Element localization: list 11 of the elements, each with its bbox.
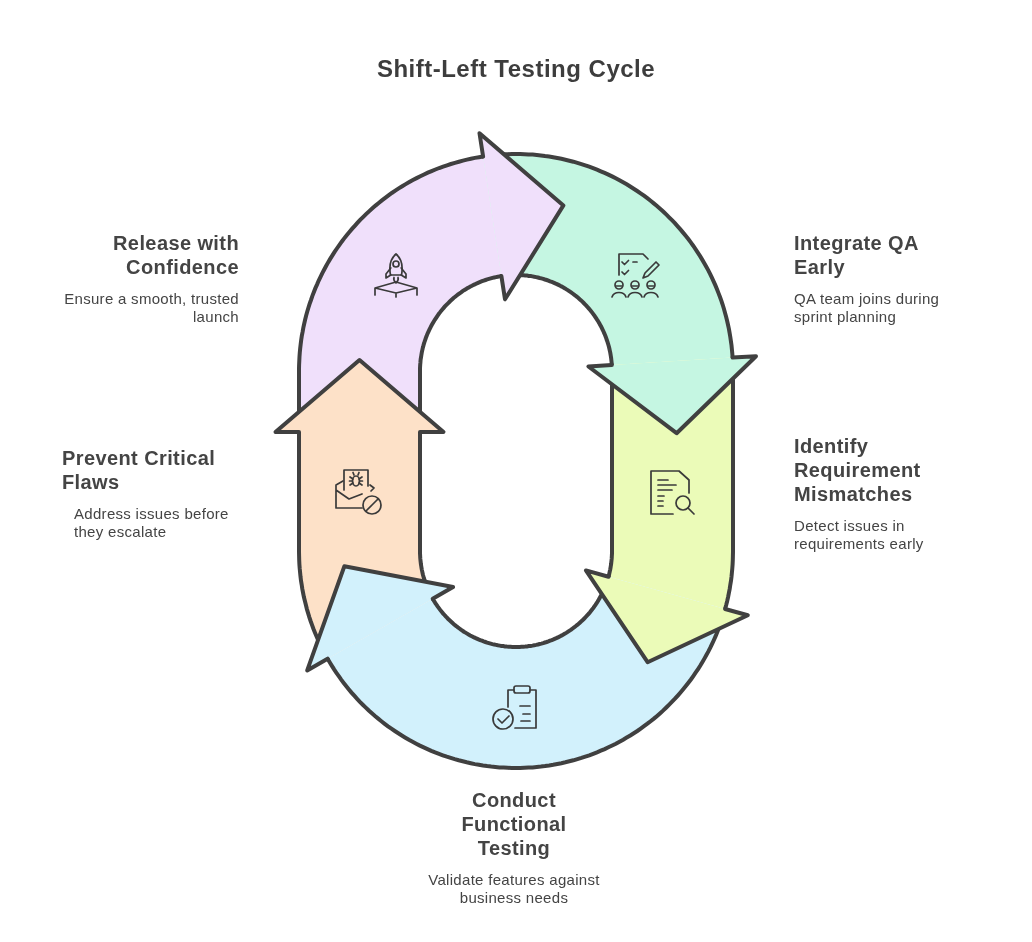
step-heading: Conduct Functional Testing xyxy=(460,788,568,860)
step-description: Validate features against business needs xyxy=(427,871,601,907)
step-heading: Release with Confidence xyxy=(112,231,239,279)
step-description: Ensure a smooth, trusted launch xyxy=(63,290,239,326)
step-heading: Integrate QA Early xyxy=(794,231,920,279)
diagram-title: Shift-Left Testing Cycle xyxy=(376,55,656,83)
step-description: Detect issues in requirements early xyxy=(794,517,925,553)
step-description: QA team joins during sprint planning xyxy=(794,290,941,326)
step-heading: Prevent Critical Flaws xyxy=(62,446,217,494)
step-heading: Identify Requirement Mismatches xyxy=(794,434,922,506)
step-description: Address issues before they escalate xyxy=(74,505,230,541)
